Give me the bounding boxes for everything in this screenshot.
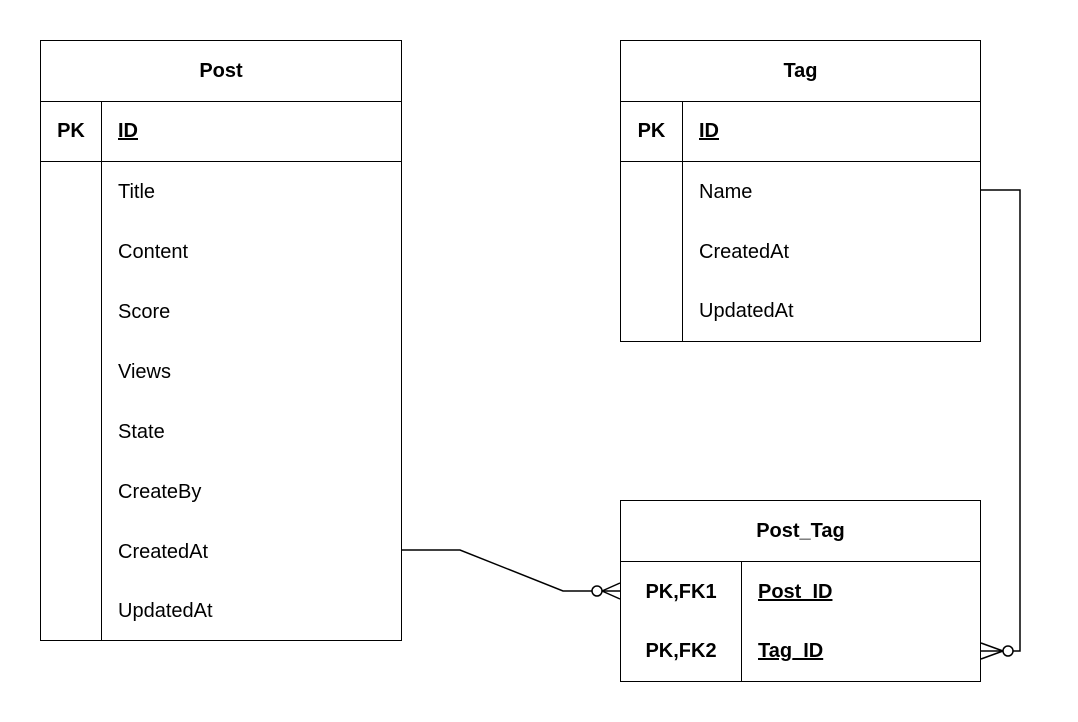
post-attr-key-column bbox=[41, 162, 102, 640]
crowfoot-upper-prong bbox=[980, 642, 1004, 652]
post-attr-title: Title bbox=[118, 180, 156, 203]
crowfoot-lower-prong bbox=[601, 590, 621, 600]
post-pk-key: PK bbox=[41, 102, 102, 161]
post-tag-key-1: PK,FK1 bbox=[621, 562, 742, 622]
post-tag-entity-title: Post_Tag bbox=[621, 501, 980, 562]
post-tag-entity: Post_Tag PK,FK1 Post_ID PK,FK2 Tag_ID bbox=[620, 500, 981, 682]
tag-attr-key-column bbox=[621, 162, 683, 341]
tag-pk-key: PK bbox=[621, 102, 683, 161]
crowfoot-lower-prong bbox=[980, 650, 1004, 660]
tag-pk-name: ID bbox=[699, 120, 719, 142]
post-tag-key-row-tag-id: PK,FK2 Tag_ID bbox=[621, 622, 980, 681]
tag-entity-title: Tag bbox=[621, 41, 980, 102]
post-attr-createby: CreateBy bbox=[118, 480, 202, 503]
post-attributes: Title Content Score Views State CreateBy… bbox=[41, 162, 401, 640]
post-tag-name-1: Post_ID bbox=[758, 580, 833, 603]
post-attr-views: Views bbox=[118, 360, 171, 383]
post-entity: Post PK ID Title Content Score Views Sta… bbox=[40, 40, 402, 641]
post-tag-key-2: PK,FK2 bbox=[621, 622, 742, 681]
tag-attr-createdat: CreatedAt bbox=[699, 240, 790, 263]
tag-attr-name: Name bbox=[699, 180, 753, 203]
tag-entity: Tag PK ID Name CreatedAt UpdatedAt bbox=[620, 40, 981, 342]
post-attr-content: Content bbox=[118, 240, 189, 263]
tag-relationship-line bbox=[981, 189, 1021, 652]
post-attr-createdat: CreatedAt bbox=[118, 540, 209, 563]
zero-cardinality-icon bbox=[1002, 645, 1014, 657]
post-pk-row: PK ID bbox=[41, 102, 401, 162]
post-attr-updatedat: UpdatedAt bbox=[118, 599, 213, 622]
zero-cardinality-icon bbox=[591, 585, 603, 597]
tag-attr-updatedat: UpdatedAt bbox=[699, 300, 794, 322]
post-pk-name: ID bbox=[118, 120, 138, 142]
relationship-post-to-post-tag bbox=[402, 549, 621, 600]
post-attr-state: State bbox=[118, 420, 165, 443]
post-entity-title: Post bbox=[41, 41, 401, 102]
post-relationship-line bbox=[402, 549, 592, 592]
relationship-tag-to-post-tag bbox=[980, 189, 1021, 660]
post-attr-score: Score bbox=[118, 300, 171, 323]
post-tag-name-2: Tag_ID bbox=[758, 640, 824, 662]
crowfoot-upper-prong bbox=[601, 582, 621, 592]
tag-pk-row: PK ID bbox=[621, 102, 980, 162]
post-tag-key-row-post-id: PK,FK1 Post_ID bbox=[621, 562, 980, 622]
tag-attributes: Name CreatedAt UpdatedAt bbox=[621, 162, 980, 341]
